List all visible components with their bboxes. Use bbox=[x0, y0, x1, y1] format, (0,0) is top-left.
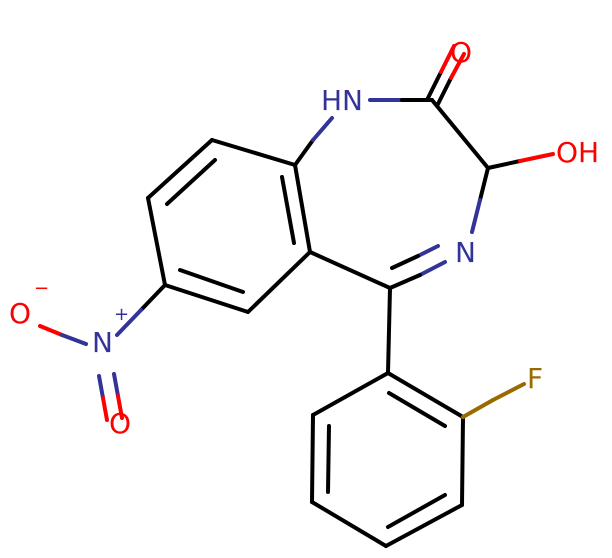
hydroxyl-label: OH bbox=[556, 136, 599, 169]
nitro-minus-charge: − bbox=[34, 278, 49, 299]
nitro-oxygen-minus-label: O bbox=[9, 297, 31, 330]
fluorophenyl-ring bbox=[310, 371, 465, 548]
nitro-bond bbox=[139, 283, 167, 312]
nitro-oxygen-label: O bbox=[109, 407, 131, 440]
amide-nh-label: HN bbox=[321, 84, 363, 117]
carbonyl-bond bbox=[426, 70, 443, 100]
nitro-nitrogen-label: N bbox=[92, 326, 113, 359]
benzo-ring bbox=[146, 138, 312, 314]
nitro-plus-charge: + bbox=[114, 304, 129, 325]
imine-nitrogen-label: N bbox=[455, 236, 476, 269]
fluoro-bond bbox=[461, 398, 495, 419]
aryl-bond bbox=[386, 286, 392, 375]
fluorine-label: F bbox=[527, 362, 543, 395]
carbonyl-oxygen-label: O bbox=[450, 36, 472, 69]
hydroxyl-bond bbox=[486, 159, 522, 170]
diazepinone-ring bbox=[293, 98, 490, 290]
